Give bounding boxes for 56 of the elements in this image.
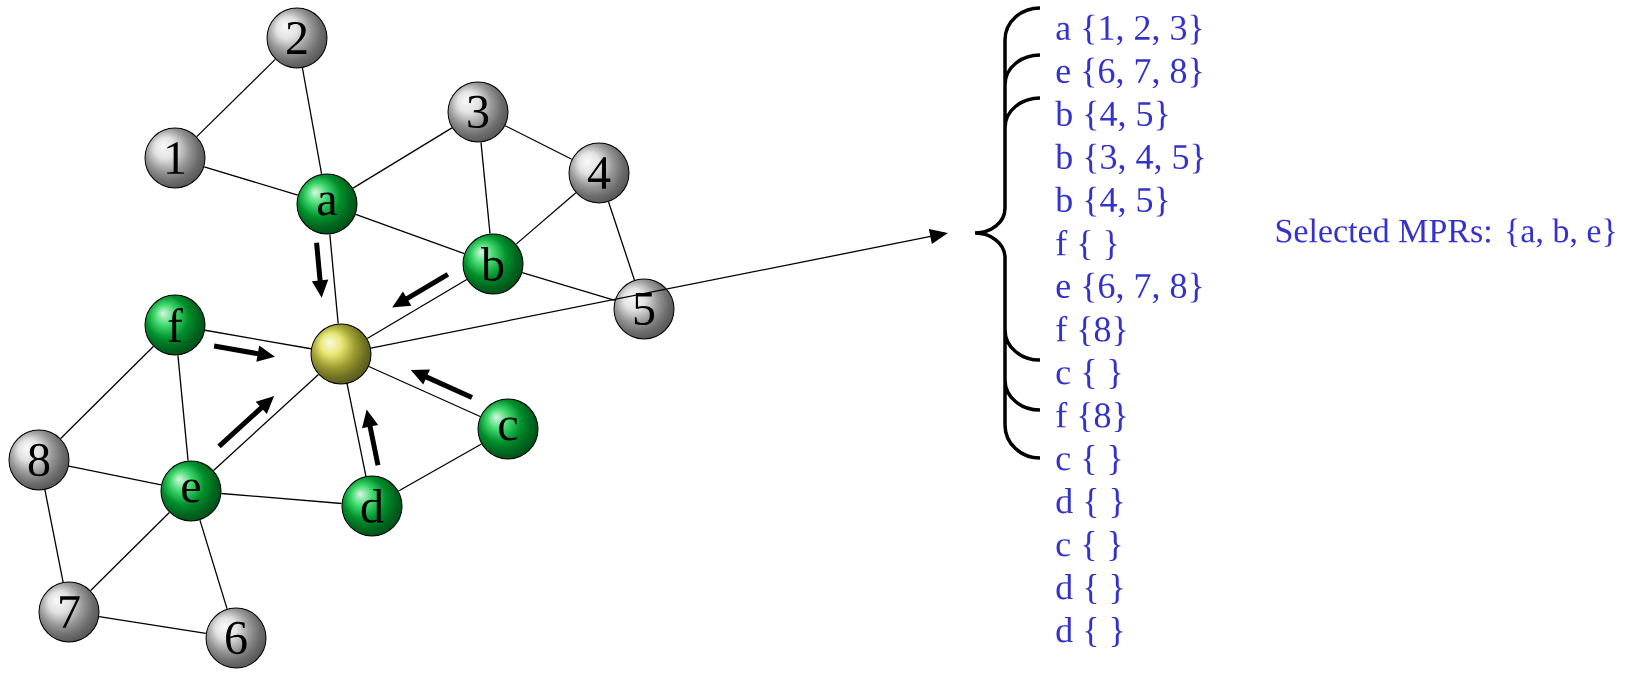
number-node: 5 [613, 278, 675, 340]
list-text: b {4, 5} [1055, 186, 1168, 218]
result-text: Selected MPRs: {a, b, e} [1276, 218, 1615, 248]
list-text: f { } [1056, 229, 1117, 261]
circle-node [310, 323, 372, 385]
letter-node: b [462, 233, 524, 295]
number-node: 1 [144, 127, 206, 189]
number-node: 3 [447, 81, 509, 143]
link-line [366, 278, 468, 340]
number-node: 7 [38, 581, 100, 643]
list-text: d { } [1056, 488, 1123, 518]
link-line [196, 58, 276, 138]
link-line [607, 201, 636, 281]
link-line [177, 354, 189, 462]
list-text: e {6, 7, 8} [1056, 57, 1202, 89]
letter-node: d [341, 475, 403, 537]
number-node: 8 [8, 429, 70, 491]
list-text: b {4, 5} [1055, 100, 1168, 132]
list-text: c { } [1056, 359, 1121, 389]
link-line [515, 192, 577, 245]
list-text: c { } [1056, 445, 1121, 475]
link-line [90, 511, 170, 592]
link-line [346, 383, 367, 477]
link-line [212, 373, 320, 472]
link-line [480, 141, 491, 235]
link-line [352, 127, 453, 189]
link-line [504, 125, 573, 160]
list-text: e {6, 7, 8} [1056, 272, 1202, 304]
list-text: f {8} [1056, 401, 1126, 433]
link-line [68, 465, 162, 486]
number-node: 6 [205, 607, 267, 669]
link-line [204, 329, 312, 350]
letter-node: f [144, 294, 206, 356]
link-line [521, 272, 616, 301]
list-text: d { } [1056, 574, 1123, 604]
link-line [199, 519, 228, 610]
list-text: b {3, 4, 5} [1055, 143, 1204, 175]
letter-node: e [160, 460, 222, 522]
link-line [203, 166, 299, 196]
link-line [301, 67, 323, 175]
link-line [368, 365, 481, 418]
number-node: 4 [568, 142, 630, 204]
link-line [98, 616, 207, 634]
link-line [44, 489, 64, 583]
link-line [329, 233, 339, 325]
list-text: a {1, 2, 3} [1056, 14, 1202, 46]
list-text: c { } [1056, 531, 1121, 561]
link-line [60, 345, 154, 440]
link-line [220, 492, 343, 505]
list-text: f {8} [1056, 315, 1126, 347]
number-node: 2 [266, 7, 328, 69]
letter-node: a [296, 173, 358, 235]
link-line [355, 213, 465, 255]
link-line [397, 443, 483, 492]
list-text: d { } [1056, 617, 1123, 647]
letter-node: c [477, 398, 539, 460]
